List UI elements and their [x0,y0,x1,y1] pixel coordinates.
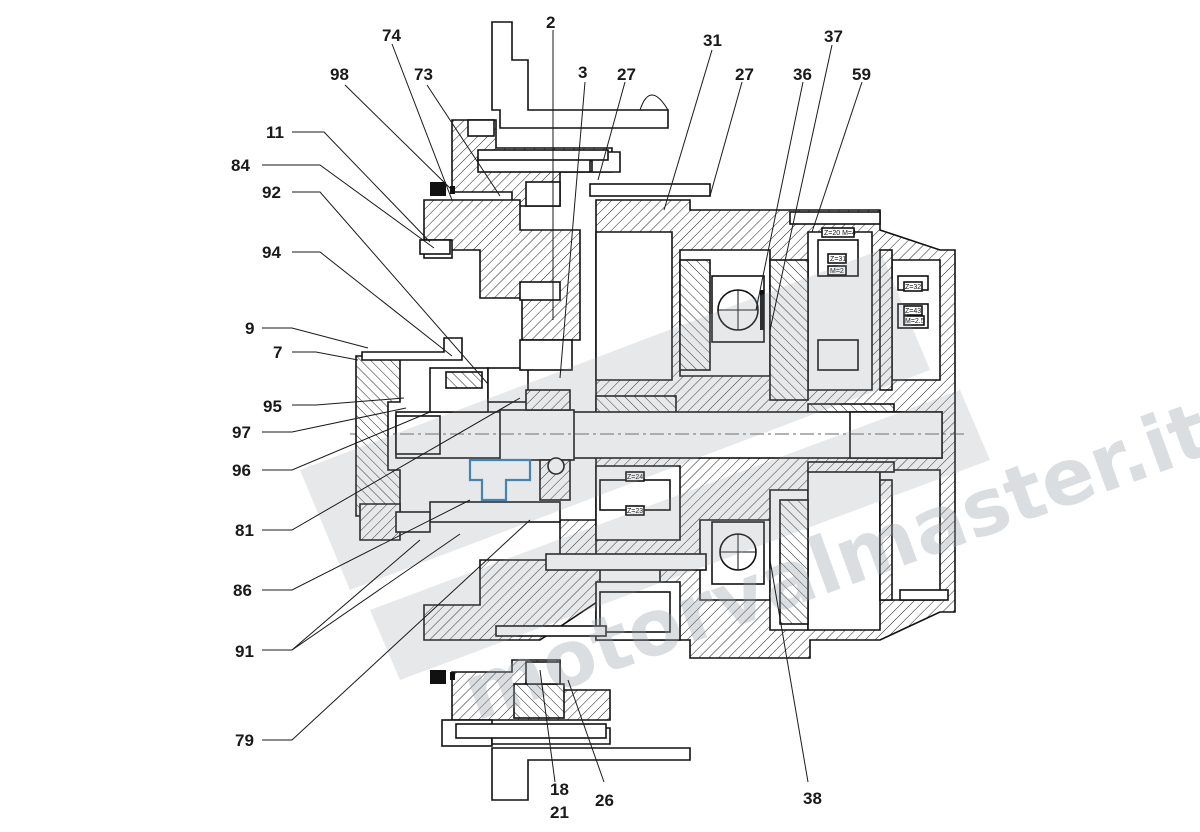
callout-92: 92 [262,183,281,202]
seal-highlight [468,458,532,502]
callout-98: 98 [330,65,349,84]
roller-bearings [525,181,929,685]
callout-31: 31 [703,31,722,50]
callout-37: 37 [824,27,843,46]
gear-tag-3: M=2 [830,268,844,275]
callout-73: 73 [414,65,433,84]
callout-59: 59 [852,65,871,84]
o-rings [430,182,455,684]
callout-96: 96 [232,461,251,480]
callout-9: 9 [245,319,254,338]
gear-tag-8: Z=23 [627,508,643,515]
bearing-upper [711,275,765,343]
gear-tag-2: Z=31 [830,256,846,263]
callout-26: 26 [595,791,614,810]
gear-tag-5: Z=43 [905,308,921,315]
callout-21: 21 [550,803,569,822]
callout-86: 86 [233,581,252,600]
gear-label-tags: Z=20 M=4 Z=31 M=2 Z=32 Z=43 M=2.5 Z=24 Z… [625,227,925,516]
callout-94: 94 [262,243,281,262]
callout-91: 91 [235,642,254,661]
gear-tag-4: Z=32 [905,284,921,291]
callout-18: 18 [550,780,569,799]
callout-7: 7 [273,343,282,362]
callout-95: 95 [263,397,282,416]
main-shaft [350,409,966,461]
gear-tag-1: Z=20 M=4 [824,230,856,237]
callout-11: 11 [266,123,284,142]
mounting-frame [491,21,691,801]
callout-84: 84 [231,156,250,175]
callout-81: 81 [235,521,254,540]
gear-tag-7: Z=24 [627,474,643,481]
callout-3: 3 [578,63,587,82]
callout-36: 36 [793,65,812,84]
callout-2: 2 [546,13,555,32]
callout-27-left: 27 [617,65,636,84]
callout-27-right: 27 [735,65,754,84]
callout-74: 74 [382,26,401,45]
end-cap [355,337,573,541]
callout-97: 97 [232,423,251,442]
callout-79: 79 [235,731,254,750]
callout-38: 38 [803,789,822,808]
gear-tag-6: M=2.5 [905,318,925,325]
gear-sections [595,249,895,625]
bearing-lower [711,521,765,585]
leader-lines [262,30,863,783]
callout-labels: 2 74 31 37 98 73 3 27 27 36 59 11 84 92 … [231,13,871,822]
